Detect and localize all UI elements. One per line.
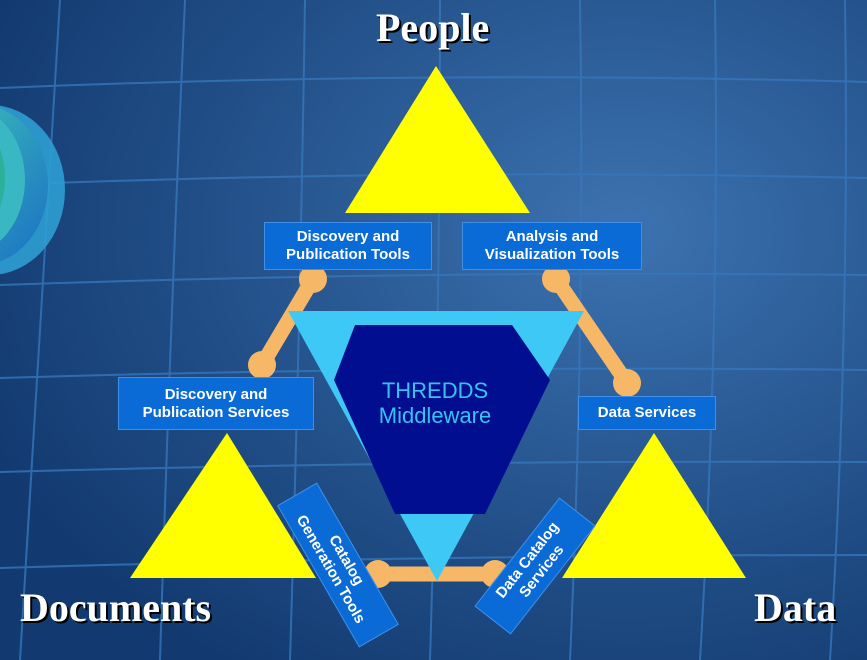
documents-label: Documents [20,585,212,630]
thredds-label-line2: Middleware [378,403,492,428]
box-line: Analysis and [505,228,599,245]
box-line: Publication Services [142,403,290,421]
thredds-label-line1: THREDDS [381,378,489,403]
globe-decoration [0,105,65,275]
people-label: People [376,5,490,50]
data-services-box: Data Services [578,396,716,430]
discovery-publication-tools-box: Discovery and Publication Tools [264,222,432,270]
box-line: Visualization Tools [484,246,620,263]
thredds-middleware-label: THREDDS Middleware [360,378,510,428]
box-line: Publication Tools [286,246,410,263]
box-line: Discovery and [164,385,268,403]
data-triangle [562,433,746,578]
box-line: Data Services [597,404,697,421]
box-line: Discovery and [296,228,400,245]
thredds-pentagon [334,325,550,514]
analysis-visualization-tools-box: Analysis and Visualization Tools [462,222,642,270]
documents-triangle [130,433,316,578]
data-label: Data [754,585,837,630]
people-triangle [345,66,530,213]
discovery-publication-services-box: Discovery and Publication Services [118,377,314,430]
